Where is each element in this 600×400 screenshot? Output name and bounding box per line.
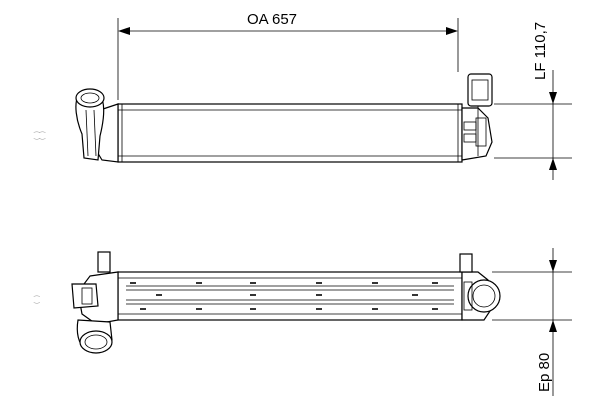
core-height-dimension: LF 110,7 <box>494 22 572 180</box>
core-depth-dimension: Ep 80 <box>492 248 572 396</box>
overall-length-dimension: OA 657 <box>117 11 459 100</box>
intercooler-top-view <box>71 251 501 354</box>
overall-length-label: OA 657 <box>247 11 297 28</box>
core-height-label: LF 110,7 <box>532 22 549 80</box>
faint-mark: ⁐ <box>33 295 40 304</box>
intercooler-side-view <box>75 73 493 163</box>
faint-mark: ⁐⁐ <box>33 131 46 140</box>
core-depth-label: Ep 80 <box>536 353 553 392</box>
